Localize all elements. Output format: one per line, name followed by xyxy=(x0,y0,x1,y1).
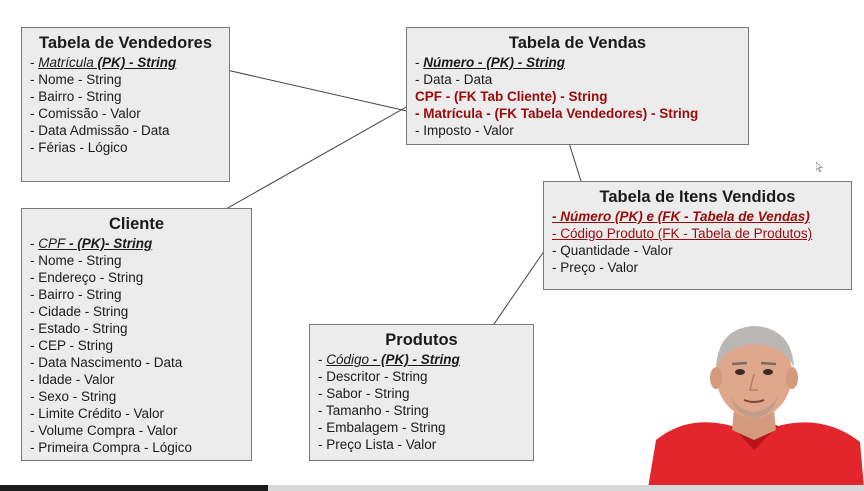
field-limite-credito: - Limite Crédito - Valor xyxy=(30,406,165,421)
table-vendas: Tabela de Vendas - Número - (PK) - Strin… xyxy=(406,27,749,145)
field-ferias: - Férias - Lógico xyxy=(30,140,128,155)
presenter-webcam xyxy=(648,318,864,488)
field-cidade: - Cidade - String xyxy=(30,304,129,319)
field-descritor: - Descritor - String xyxy=(318,369,428,384)
fk-matricula: - Matrícula - (FK Tabela Vendedores) - S… xyxy=(415,106,699,121)
fk-codigo-produto: - Código Produto (FK - Tabela de Produto… xyxy=(552,226,813,241)
bottom-strip-light xyxy=(268,485,864,491)
table-cliente: Cliente - CPF - (PK)- String - Nome - St… xyxy=(21,208,252,461)
field-numero: - Número - (PK) - String xyxy=(415,55,565,70)
presenter-image xyxy=(648,318,864,488)
table-produtos-title: Produtos xyxy=(385,331,458,349)
field-bairro: - Bairro - String xyxy=(30,89,122,104)
field-imposto: - Imposto - Valor xyxy=(415,123,514,138)
field-primeira-compra: - Primeira Compra - Lógico xyxy=(30,440,193,455)
cursor-icon xyxy=(816,162,823,172)
table-produtos: Produtos - Código - (PK) - String - Desc… xyxy=(309,324,534,461)
table-cliente-title: Cliente xyxy=(108,215,164,233)
field-sabor: - Sabor - String xyxy=(318,386,410,401)
field-tamanho: - Tamanho - String xyxy=(318,403,429,418)
field-nome: - Nome - String xyxy=(30,72,122,87)
table-vendedores-title: Tabela de Vendedores xyxy=(38,34,212,52)
field-bairro: - Bairro - String xyxy=(30,287,122,302)
field-data: - Data - Data xyxy=(415,72,493,87)
field-volume-compra: - Volume Compra - Valor xyxy=(30,423,178,438)
field-quantidade: - Quantidade - Valor xyxy=(552,243,673,258)
fk-cpf: CPF - (FK Tab Cliente) - String xyxy=(415,89,608,104)
field-endereco: - Endereço - String xyxy=(30,270,144,285)
table-itens-title: Tabela de Itens Vendidos xyxy=(599,188,796,206)
field-nome: - Nome - String xyxy=(30,253,122,268)
field-estado: - Estado - String xyxy=(30,321,128,336)
field-preco: - Preço - Valor xyxy=(552,260,639,275)
field-data-nascimento: - Data Nascimento - Data xyxy=(30,355,183,370)
bottom-strip xyxy=(0,485,864,491)
field-cpf: - CPF - (PK)- String xyxy=(30,236,153,251)
field-data-admissao: - Data Admissão - Data xyxy=(30,123,170,138)
field-codigo: - Código - (PK) - String xyxy=(318,352,460,367)
field-sexo: - Sexo - String xyxy=(30,389,117,404)
field-matricula: - Matrícula (PK) - String xyxy=(30,55,177,70)
table-vendedores: Tabela de Vendedores - Matrícula (PK) - … xyxy=(21,27,230,182)
field-comissao: - Comissão - Valor xyxy=(30,106,141,121)
pk-numero: Número - (PK) - String xyxy=(423,55,565,70)
field-embalagem: - Embalagem - String xyxy=(318,420,446,435)
table-vendas-title: Tabela de Vendas xyxy=(508,34,647,52)
pk-cpf: CPF xyxy=(38,236,66,251)
line-matricula-to-vendas xyxy=(195,62,421,115)
field-idade: - Idade - Valor xyxy=(30,372,115,387)
pk-matricula: Matrícula xyxy=(38,55,94,70)
pk-codigo: Código xyxy=(326,352,370,367)
field-preco-lista: - Preço Lista - Valor xyxy=(318,437,437,452)
field-cep: - CEP - String xyxy=(30,338,114,353)
fk-numero-itens: - Número (PK) e (FK - Tabela de Vendas) xyxy=(552,209,810,224)
table-itens-vendidos: Tabela de Itens Vendidos - Número (PK) e… xyxy=(543,181,852,290)
